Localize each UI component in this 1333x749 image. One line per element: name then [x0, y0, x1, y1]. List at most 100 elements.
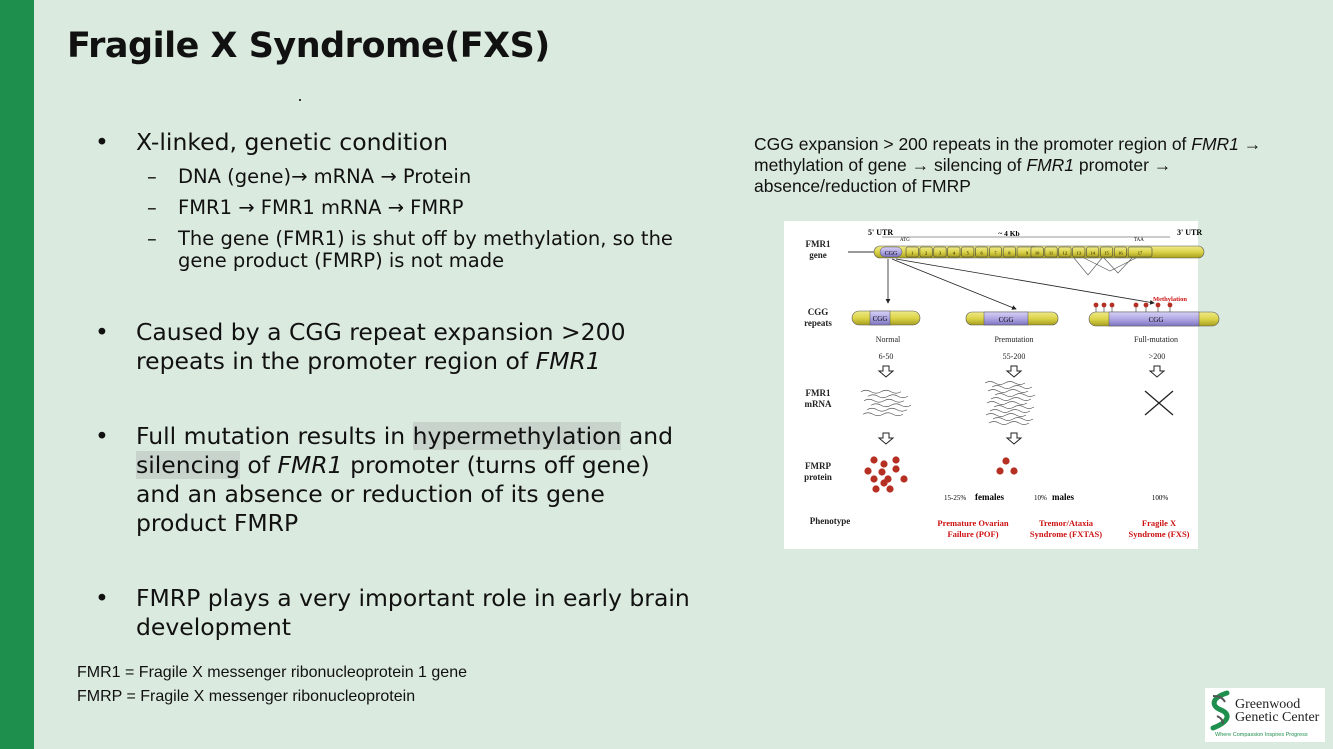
down-arrow-premutation-2: [1006, 432, 1022, 445]
figure-caption: CGG expansion > 200 repeats in the promo…: [754, 134, 1262, 196]
col-normal-range: 6-50: [879, 352, 894, 361]
dotsPre-dot-0: [1002, 457, 1010, 465]
dotsNormal-dot-10: [886, 485, 894, 493]
methyl-mark-6: [1167, 302, 1173, 308]
exon-label-3: 3: [939, 251, 942, 256]
mrnaPre-strand-1: [991, 385, 1033, 389]
exon-12: [1058, 246, 1072, 258]
fmr1-diagram: FMR1 gene CGG repeats FMR1 mRNA FMRP pro…: [784, 221, 1220, 549]
dotsNormal-dot-9: [872, 485, 880, 493]
footnote-fmr1: FMR1 = Fragile X messenger ribonucleopro…: [77, 664, 467, 681]
exon-label-17: 17: [1138, 251, 1143, 256]
splice-lines: [1073, 257, 1137, 276]
highlight-hypermethylation: hypermethylation: [412, 422, 622, 450]
gene-cgg-label: CGG: [885, 251, 898, 257]
highlight-silencing: silencing: [136, 451, 240, 479]
mrnaPre-strand-7: [989, 409, 1031, 413]
exon-label-12: 12: [1063, 251, 1068, 256]
dotsPre-dot-1: [996, 467, 1004, 475]
exon-label-9: 9: [1026, 251, 1029, 256]
methyl-mark-0: [1093, 302, 1099, 308]
taa-label: TAA: [1134, 238, 1144, 243]
dotsNormal-dot-1: [880, 460, 888, 468]
exon-3: [933, 246, 947, 258]
down-arrow-normal: [878, 365, 894, 378]
methyl-mark-2: [1109, 302, 1115, 308]
dotsPre-dot-2: [1010, 467, 1018, 475]
exon-label-14: 14: [1090, 251, 1095, 256]
dotsNormal-dot-0: [870, 456, 878, 464]
mrna-absent-x: [1144, 390, 1174, 416]
mrnaPre-strand-2: [987, 389, 1029, 393]
col-full-label: Full-mutation: [1134, 335, 1178, 344]
exon-label-8: 8: [1008, 251, 1011, 256]
arrow-icon: →: [1153, 155, 1172, 175]
arrow-icon: →: [238, 196, 255, 219]
mrnaNormal-strand-2: [863, 398, 905, 403]
exon-label-13: 13: [1077, 251, 1082, 256]
mrnaPre-strand-0: [984, 381, 1026, 385]
exon-label-15: 15: [1104, 251, 1109, 256]
exon-label-4: 4: [953, 251, 956, 256]
females-pct: 15-25%: [944, 494, 966, 502]
males-label: males: [1052, 492, 1074, 502]
bullet-x-linked: X-linked, genetic condition: [95, 128, 695, 157]
dotsNormal-dot-6: [870, 475, 878, 483]
mrnaNormal-strand-3: [870, 403, 912, 408]
phenotype-pof-1: Premature Ovarian: [937, 518, 1008, 528]
mrna-premutation: [984, 381, 1036, 425]
down-arrow-normal-2: [878, 432, 894, 445]
phenotype-fxtas-1: Tremor/Ataxia: [1039, 518, 1094, 528]
exon-8: [1002, 246, 1016, 258]
phenotype-fxtas-2: Syndrome (FXTAS): [1030, 529, 1102, 539]
accent-bar: [0, 0, 34, 749]
mrnaNormal-strand-1: [867, 394, 909, 399]
full-cgg-label: CGG: [1149, 316, 1164, 324]
phenotype-fxs-1: Fragile X: [1142, 518, 1177, 528]
dotsNormal-dot-2: [892, 456, 900, 464]
males-pct: 10%: [1034, 494, 1047, 502]
col-full-range: >200: [1149, 352, 1166, 361]
bullet-fmrp-role: FMRP plays a very important role in earl…: [95, 584, 695, 642]
slide-title: Fragile X Syndrome(FXS): [67, 26, 550, 66]
methyl-mark-4: [1143, 302, 1149, 308]
stray-dot: [299, 99, 301, 101]
premutation-cgg: [983, 311, 1029, 326]
exon-label-16: 16: [1118, 251, 1123, 256]
methylation-label: Methylation: [1153, 296, 1187, 303]
exon-15: [1100, 246, 1114, 258]
exon-5: [961, 246, 975, 258]
normal-cgg: [869, 310, 891, 326]
mrnaPre-strand-6: [993, 405, 1035, 409]
sub-dna-flow: DNA (gene)→ mRNA → Protein: [95, 165, 695, 189]
exon-14: [1086, 246, 1100, 258]
methyl-mark-1: [1101, 302, 1107, 308]
mrnaNormal-strand-4: [866, 407, 908, 412]
row-label-gene-2: gene: [809, 250, 827, 260]
full-pct: 100%: [1152, 494, 1169, 502]
arrow-icon: →: [911, 155, 930, 175]
arrow-full: [895, 258, 1155, 305]
normal-cgg-label: CGG: [873, 315, 888, 323]
kb-label: ~ 4 Kb: [998, 229, 1019, 238]
row-label-cgg-1: CGG: [808, 307, 829, 317]
utr3-label: 3' UTR: [1177, 228, 1202, 237]
dotsNormal-dot-11: [880, 479, 888, 487]
dotsNormal-dot-5: [892, 465, 900, 473]
exon-16: [1113, 246, 1127, 258]
mrnaPre-strand-8: [985, 413, 1027, 417]
mrnaNormal-strand-5: [862, 412, 904, 417]
utr5-label: 5' UTR: [868, 228, 893, 237]
col-normal-label: Normal: [876, 335, 901, 344]
phenotype-fxs-2: Syndrome (FXS): [1129, 529, 1190, 539]
row-label-protein-2: protein: [804, 472, 832, 482]
mrnaPre-strand-9: [992, 417, 1034, 421]
atg-label: ATG: [900, 238, 910, 243]
mrnaNormal-strand-0: [860, 389, 902, 394]
arrow-icon: →: [291, 165, 308, 188]
exon-13: [1072, 246, 1086, 258]
methyl-mark-3: [1133, 302, 1139, 308]
helix-logo-icon: [1210, 690, 1230, 731]
mrnaPre-strand-10: [988, 421, 1030, 425]
gene-cgg-segment: [879, 246, 903, 258]
